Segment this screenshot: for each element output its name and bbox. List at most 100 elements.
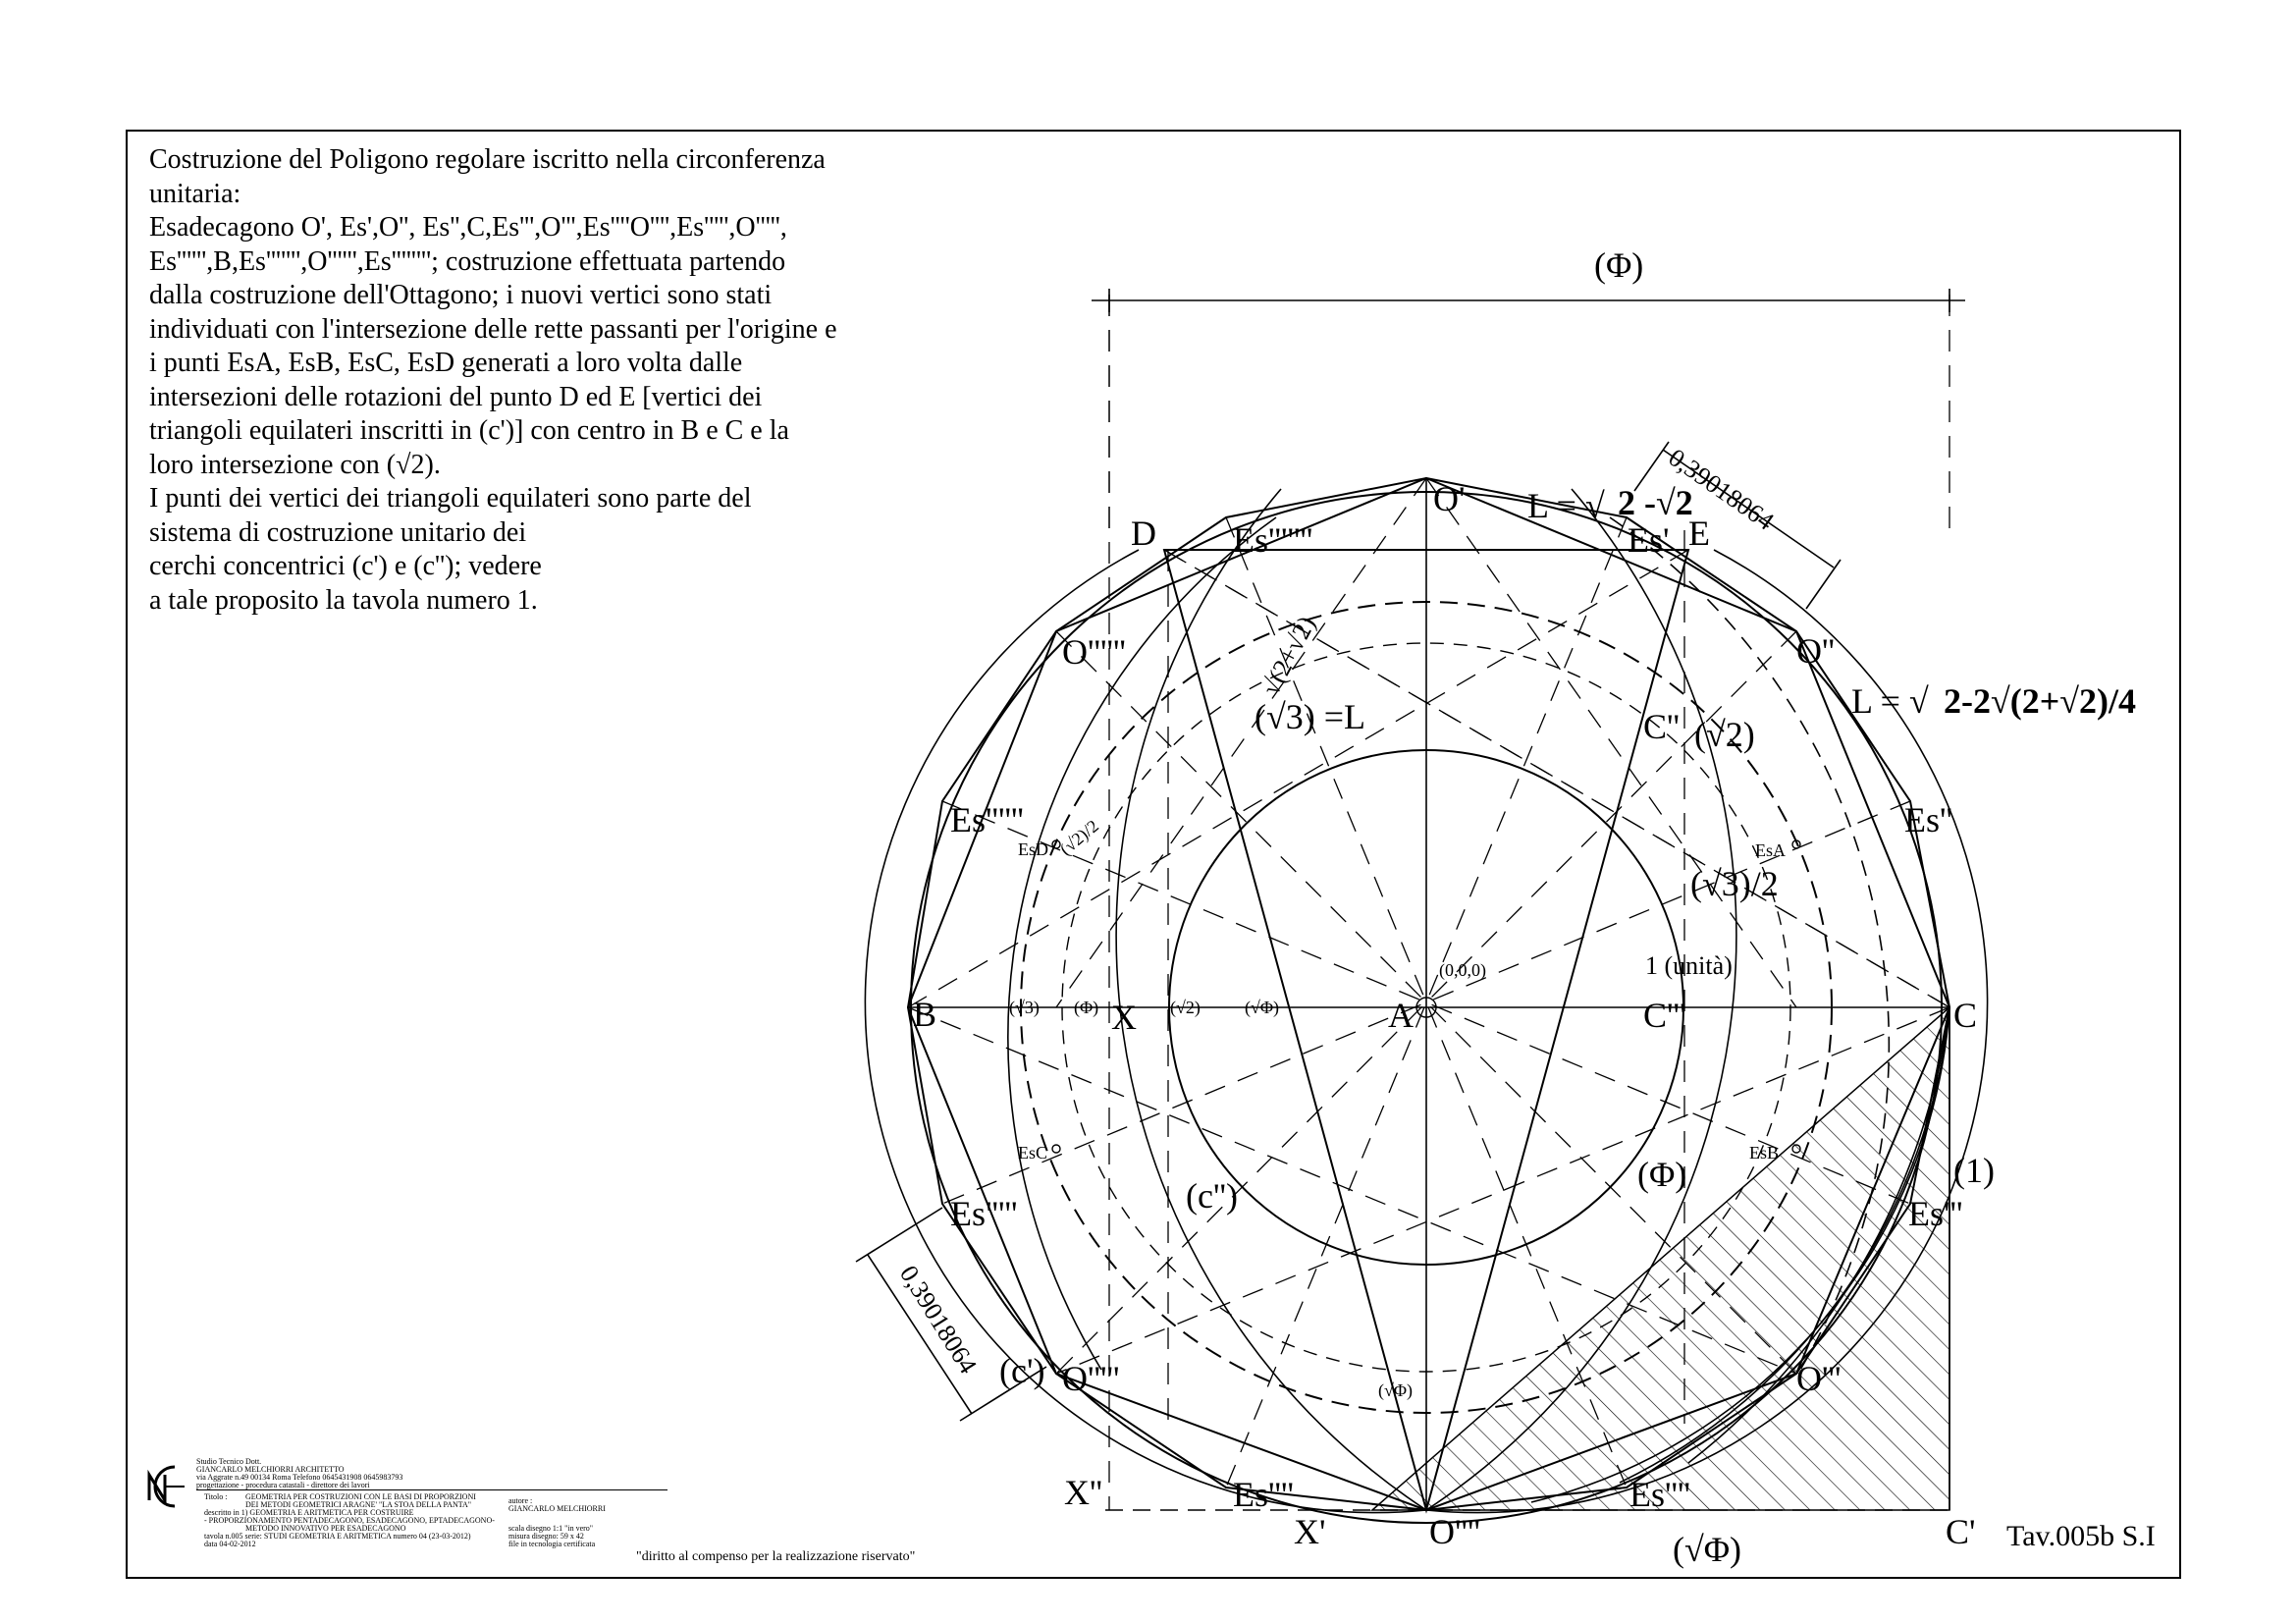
description-line: Costruzione del Poligono regolare iscrit… <box>149 144 826 175</box>
tb-divider <box>196 1489 667 1490</box>
label-sqrt3-small: (√3) <box>1009 998 1040 1018</box>
label-C1: C' <box>1946 1512 1976 1551</box>
label-A: A <box>1388 996 1414 1035</box>
tb-services: progettazione - procedura catastali - di… <box>196 1481 370 1489</box>
construction-description: Costruzione del Poligono regolare iscrit… <box>149 143 915 618</box>
esb-point <box>1791 1144 1801 1154</box>
dimension-lines <box>855 289 1965 1422</box>
tb-address: via Aggrate n.49 00134 Roma Telefono 064… <box>196 1473 403 1482</box>
label-O-lower-left: O''''' <box>1062 1359 1119 1398</box>
label-EsD: EsD <box>1018 839 1048 859</box>
label-L2-expr: 2-2√(2+√2)/4 <box>1944 681 2136 721</box>
label-one: (1) <box>1953 1151 1995 1190</box>
label-O-upper-left: O'''''' <box>1062 632 1126 672</box>
label-sqrt2-small: (√2) <box>1170 998 1201 1018</box>
label-Es3: Es''' <box>1908 1194 1962 1233</box>
description-line: triangoli equilateri inscritti in (c')] … <box>149 415 789 446</box>
tb-data: data 04-02-2012 <box>204 1540 256 1548</box>
dim-bottom-segment <box>867 1254 973 1415</box>
rights-notice: "diritto al compenso per la realizzazion… <box>636 1549 916 1564</box>
description-line: loro intersezione con (√2). <box>149 449 441 480</box>
label-E: E <box>1688 514 1710 553</box>
label-C2: C'' <box>1643 707 1680 746</box>
label-Es-left: Es'''''' <box>950 800 1024 839</box>
hatched-region <box>1372 1007 1949 1510</box>
label-origin: (0,0,0) <box>1439 960 1486 981</box>
label-X1: X' <box>1294 1512 1325 1551</box>
label-phi-top: (Φ) <box>1594 245 1643 285</box>
construction-arcs <box>864 488 1989 1514</box>
esa-point <box>1791 839 1801 849</box>
tb-autore-label: autore : <box>508 1496 533 1505</box>
label-sqrt3-half: (√3)/2 <box>1690 864 1779 903</box>
tb-name: GIANCARLO MELCHIORRI ARCHITETTO <box>196 1465 345 1474</box>
label-unit: 1 (unità) <box>1645 951 1733 980</box>
tb-titolo-2: DEI METODI GEOMETRICI ARAGNE' "LA STOA D… <box>245 1500 472 1509</box>
label-Es-bottom-right: Es'''' <box>1629 1475 1690 1514</box>
title-block: Studio Tecnico Dott. GIANCARLO MELCHIORR… <box>135 1451 685 1575</box>
tb-titolo-5: METODO INNOVATIVO PER ESADECAGONO <box>245 1524 406 1533</box>
tb-file: file in tecnologia certificata <box>508 1540 596 1548</box>
description-line: individuati con l'intersezione delle ret… <box>149 313 837 345</box>
label-EsC: EsC <box>1018 1143 1047 1163</box>
tb-titolo-3: descritto in 1) GEOMETRIA E ARITMETICA P… <box>204 1508 414 1517</box>
label-O4: O'''' <box>1429 1512 1480 1551</box>
label-Es2: Es'' <box>1904 800 1952 839</box>
label-C: C <box>1953 996 1977 1035</box>
description-line: Es'''''',B,Es''''''',O'''''',Es'''''''';… <box>149 245 786 277</box>
label-phi-small: (Φ) <box>1074 998 1098 1018</box>
tb-autore: GIANCARLO MELCHIORRI <box>508 1504 606 1513</box>
label-X2: X'' <box>1064 1473 1102 1512</box>
label-sqrtphi-small: (√Φ) <box>1245 998 1279 1018</box>
description-line: intersezioni delle rotazioni del punto D… <box>149 381 763 412</box>
label-Es-lower-left: Es''''' <box>950 1194 1017 1233</box>
label-sqrt3-L: (√3) =L <box>1255 697 1365 736</box>
description-line: i punti EsA, EsB, EsC, EsD generati a lo… <box>149 348 743 378</box>
point-markers <box>1051 839 1801 1154</box>
esc-point <box>1051 1144 1061 1154</box>
tb-titolo-label: Titolo : <box>204 1492 228 1501</box>
tb-scala: scala disegno 1:1 "in vero" <box>508 1524 594 1533</box>
label-c2: (c'') <box>1186 1176 1238 1216</box>
tb-misura: misura disegno: 59 x 42 <box>508 1532 584 1541</box>
description-line: unitaria: <box>149 178 241 209</box>
description-line: a tale proposito la tavola numero 1. <box>149 584 538 616</box>
label-EsA: EsA <box>1755 840 1786 860</box>
label-sqrtphi-bottom: (√Φ) <box>1673 1530 1741 1569</box>
label-sqrt-diag: √(2+√2) <box>1256 612 1321 700</box>
label-dim-bottom: 0,39018064 <box>894 1261 983 1379</box>
label-D: D <box>1131 514 1156 553</box>
dashed-lines <box>907 295 1950 1510</box>
tb-titolo-4: - PROPORZIONAMENTO PENTADECAGONO, ESADEC… <box>204 1516 495 1525</box>
label-O1: O' <box>1433 479 1465 518</box>
origin-point <box>1415 997 1437 1018</box>
arc-left-c-prime <box>1007 516 1277 1371</box>
label-sqrtphi-low: (√Φ) <box>1378 1380 1413 1401</box>
label-c1: (c') <box>999 1351 1044 1390</box>
arc-from-b-sqrt3 <box>1425 488 1737 1511</box>
logo-mark <box>147 1465 185 1508</box>
label-sqrt2-paren: (√2) <box>1694 715 1755 754</box>
arc-lower-right-3 <box>1530 1006 1950 1503</box>
arc-from-b-phi <box>1425 549 1989 1514</box>
arc-from-c-sqrt3 <box>1115 488 1427 1511</box>
label-X: X <box>1111 998 1137 1037</box>
label-phi-mid: (Φ) <box>1637 1155 1686 1194</box>
label-EsB: EsB <box>1749 1143 1779 1163</box>
description-line: dalla costruzione dell'Ottagono; i nuovi… <box>149 280 773 310</box>
label-B: B <box>913 995 936 1034</box>
esd-point <box>1051 839 1061 849</box>
label-Es-bottom-left: Es'''' <box>1233 1475 1294 1514</box>
drawing-frame <box>126 130 2181 1579</box>
label-L1-prefix: L = √ <box>1527 486 1605 525</box>
plate-number: Tav.005b S.I <box>2006 1520 2156 1552</box>
dim-top-segment <box>1662 449 1835 568</box>
arc-from-c-phi <box>864 549 1427 1514</box>
label-O2: O'' <box>1796 631 1835 671</box>
description-line: cerchi concentrici (c') e (c''); vedere <box>149 551 542 581</box>
label-Es1: Es' <box>1628 520 1670 560</box>
label-O-lower-right: O''' <box>1796 1359 1841 1398</box>
label-C3: C''' <box>1643 996 1685 1035</box>
label-L2-prefix: L = √ <box>1851 681 1929 721</box>
